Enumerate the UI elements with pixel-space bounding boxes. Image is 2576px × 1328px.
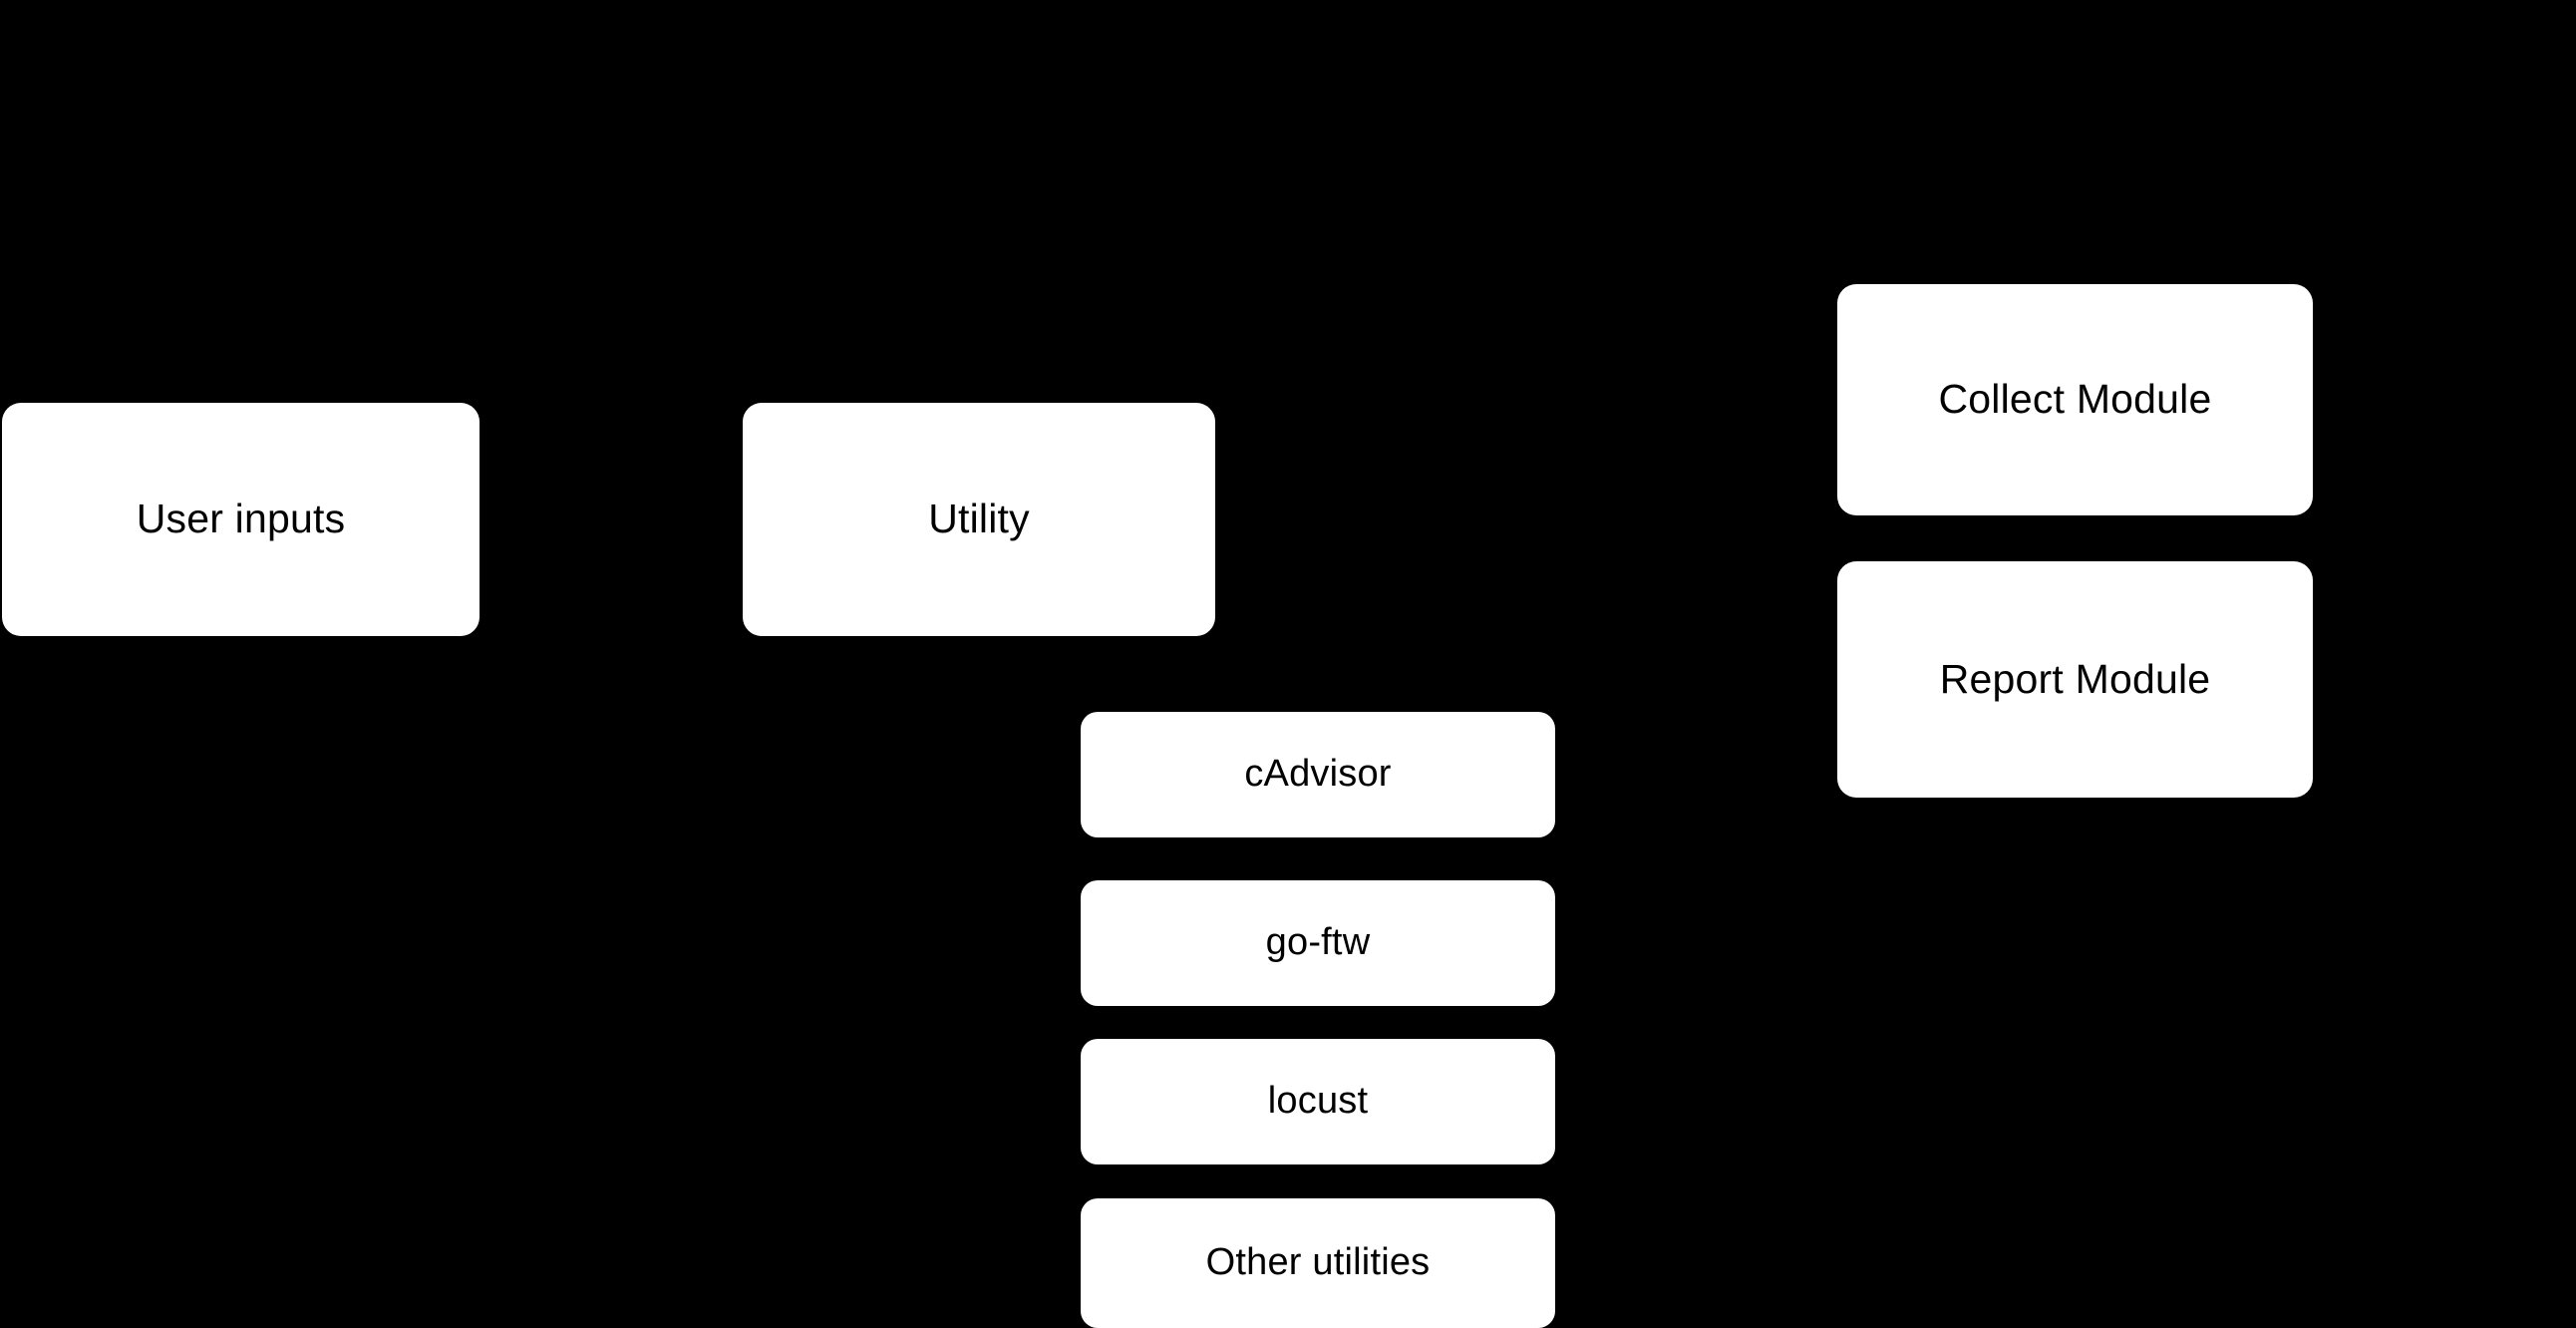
node-utility-item-locust[interactable]: locust	[1081, 1039, 1555, 1164]
node-utility-item-locust-label: locust	[1267, 1080, 1369, 1123]
node-utility-item-go-ftw[interactable]: go-ftw	[1081, 880, 1555, 1006]
node-collect-module-label: Collect Module	[1938, 376, 2212, 423]
node-collect-module[interactable]: Collect Module	[1837, 284, 2313, 515]
node-report-module-label: Report Module	[1939, 655, 2211, 702]
node-utility-item-go-ftw-label: go-ftw	[1265, 921, 1371, 964]
node-utility-item-other-utilities[interactable]: Other utilities	[1081, 1198, 1555, 1328]
node-utility-label: Utility	[928, 496, 1030, 542]
node-report-module[interactable]: Report Module	[1837, 561, 2313, 798]
node-user-inputs[interactable]: User inputs	[2, 403, 480, 636]
node-utility-item-cadvisor[interactable]: cAdvisor	[1081, 712, 1555, 837]
node-user-inputs-label: User inputs	[136, 496, 346, 542]
node-utility-item-other-utilities-label: Other utilities	[1205, 1241, 1431, 1284]
node-utility-item-cadvisor-label: cAdvisor	[1244, 753, 1392, 796]
node-utility[interactable]: Utility	[743, 403, 1215, 636]
